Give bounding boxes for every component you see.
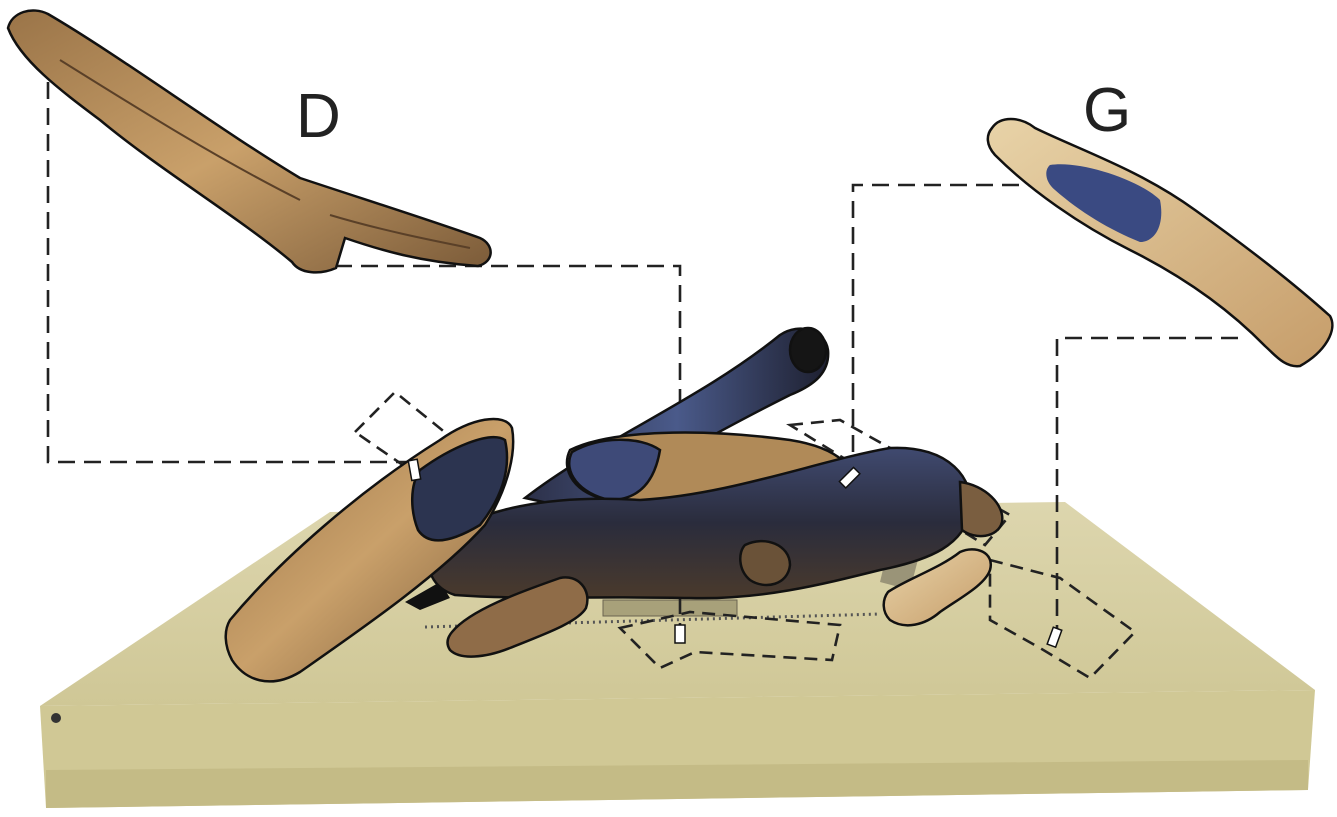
- log-d-body: [8, 10, 491, 272]
- leader-g-left: [853, 185, 1045, 470]
- log-part-d: [8, 10, 491, 272]
- burner-slot: [603, 600, 737, 616]
- pin-center: [675, 625, 685, 643]
- label-g: G: [1083, 80, 1131, 142]
- label-d: D: [296, 86, 341, 148]
- log-center-knot: [740, 541, 790, 585]
- log-part-g: [988, 119, 1333, 366]
- log-g-body: [988, 119, 1333, 366]
- tray-screw-hole: [51, 713, 61, 723]
- log-back-end: [790, 328, 826, 372]
- log-right-stub: [960, 482, 1002, 536]
